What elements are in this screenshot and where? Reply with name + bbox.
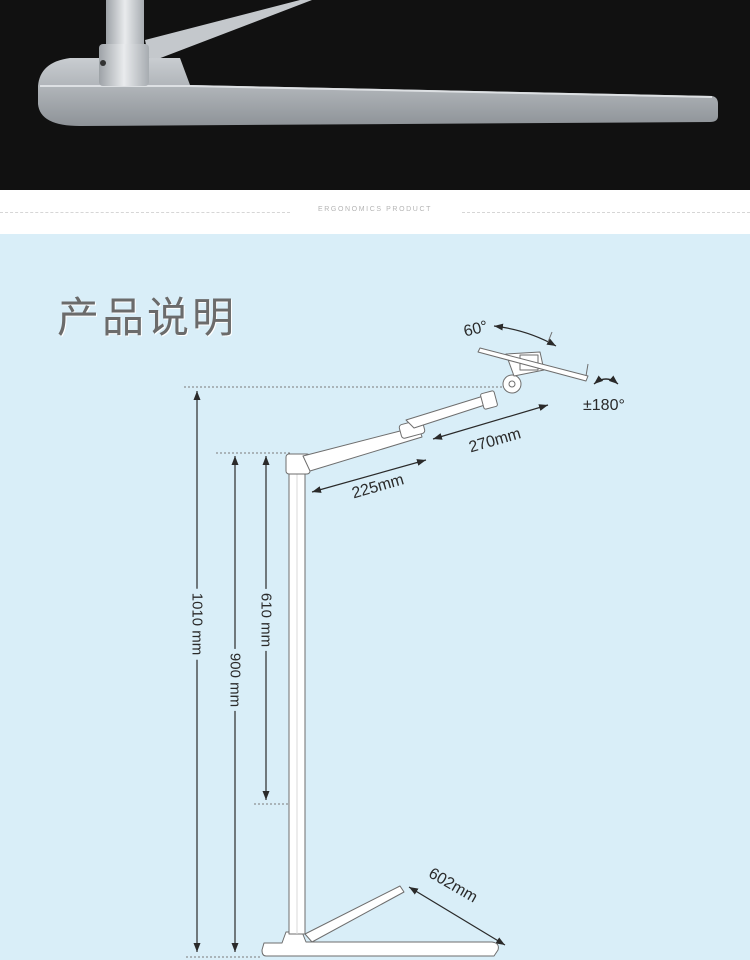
stand-brace [304,885,405,943]
reference-lines [184,386,512,958]
wrist-joint [480,390,498,410]
label-pole-height: 900 mm [226,648,244,712]
dim-line-lower-arm [311,459,427,493]
label-adjust-range: 610 mm [257,588,275,652]
label-rotation: ±180° [583,397,625,414]
divider-rule-right [462,212,750,213]
stand-base [261,931,499,957]
collar-screw [100,60,106,66]
product-dimension-diagram: 产品说明 [0,234,750,960]
tilt-arc [493,323,557,347]
hero-product-photo [0,0,750,190]
section-title: 产品说明 [57,293,238,342]
holder-tray [477,347,589,382]
pole [106,0,144,50]
brace [145,0,312,62]
label-total-height: 1010 mm [188,588,206,660]
divider-caption: ERGONOMICS PRODUCT [318,206,432,213]
stand-outline [261,331,589,957]
dim-line-base-length [408,886,506,946]
tray-clip [547,331,553,343]
dimension-drawing [184,323,619,958]
upper-arm [405,393,495,429]
divider-rule-left [0,212,290,213]
stand-base-illustration [38,0,718,126]
pole-collar [99,44,149,86]
divider-band: ERGONOMICS PRODUCT [0,190,750,234]
dim-line-upper-arm [432,404,549,440]
tray-lip [585,363,589,377]
base-plate [38,58,718,126]
rotation-arc [593,375,619,385]
